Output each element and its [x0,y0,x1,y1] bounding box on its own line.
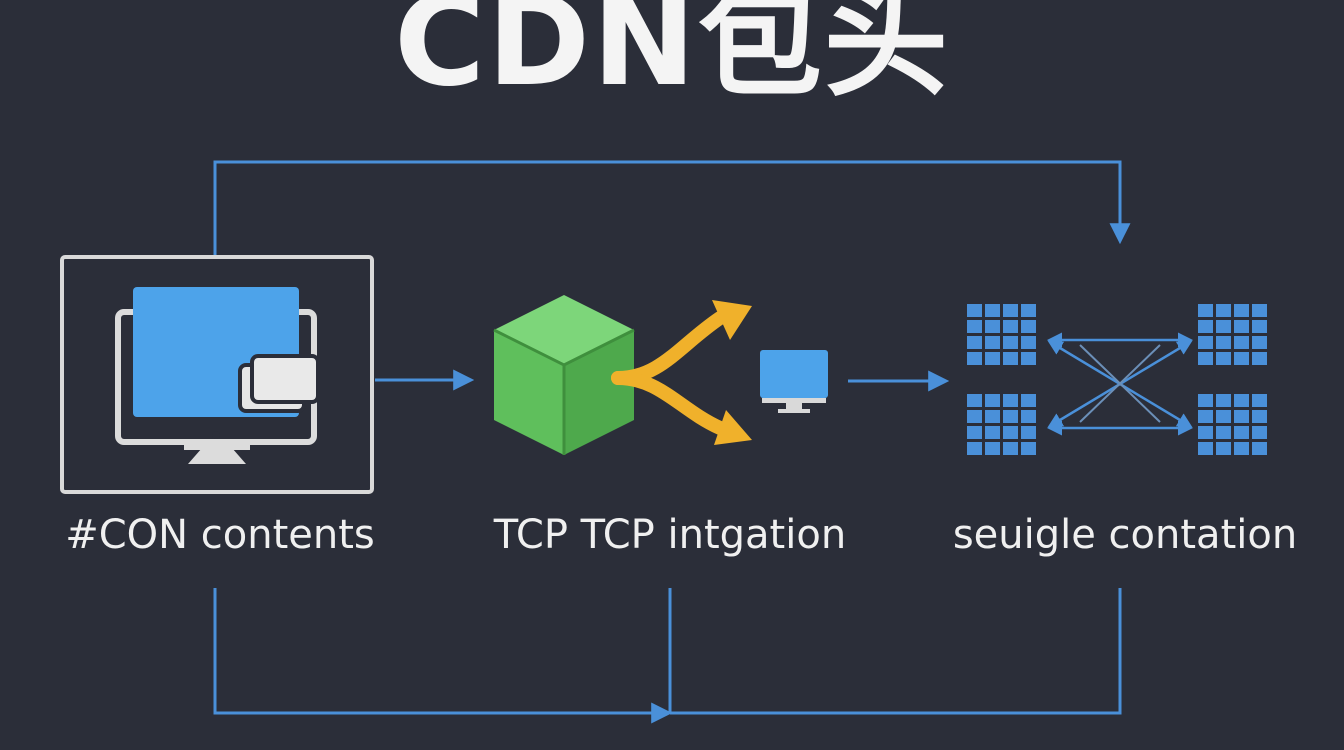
grid-cell [1216,320,1231,333]
grid-cell [1216,304,1231,317]
grid-cell [967,304,982,317]
grid-cell [967,442,982,455]
cross-links [1047,332,1193,436]
grid-block-top-right [1198,304,1267,365]
split-arrow-icon [611,300,752,445]
grid-cell [985,442,1000,455]
node-label-left: #CON contents [65,512,375,558]
grid-cell [1003,352,1018,365]
grid-cell [1252,442,1267,455]
grid-cell [1252,320,1267,333]
grid-block-bottom-left [967,394,1036,455]
grid-cell [1234,304,1249,317]
grid-cell [985,426,1000,439]
grid-cell [1003,304,1018,317]
grid-cell [1234,426,1249,439]
grid-cell [1003,410,1018,423]
top-loop-connector [213,160,1131,255]
grid-cell [1234,336,1249,349]
grid-cell [1252,410,1267,423]
grid-cell [1234,394,1249,407]
grid-cell [1216,426,1231,439]
grid-cell [1234,320,1249,333]
grid-cell [1003,320,1018,333]
grid-cell [985,352,1000,365]
grid-cell [967,426,982,439]
grid-cell [967,352,982,365]
grid-cell [1003,426,1018,439]
grid-cell [1198,410,1213,423]
grid-cell [967,394,982,407]
grid-cell [1003,442,1018,455]
grid-cell [1021,336,1036,349]
grid-cell [985,394,1000,407]
grid-cell [1252,426,1267,439]
grid-cell [1198,336,1213,349]
grid-cell [967,320,982,333]
grid-block-top-left [967,304,1036,365]
grid-cell [1252,394,1267,407]
grid-cell [1216,336,1231,349]
node-label-right: seuigle contation [952,512,1298,558]
grid-cell [1252,304,1267,317]
grid-cell [1198,442,1213,455]
grid-cell [1198,426,1213,439]
small-monitor-icon [760,350,828,413]
grid-cell [1252,352,1267,365]
page-title: CDN包头 [394,0,950,114]
bottom-loop-connector [213,588,1122,724]
grid-cell [1216,410,1231,423]
grid-cell [985,410,1000,423]
grid-cell [985,336,1000,349]
grid-cell [985,320,1000,333]
grid-cell [1021,426,1036,439]
node-label-middle: TCP TCP intgation [493,512,847,558]
grid-cell [985,304,1000,317]
grid-cell [967,336,982,349]
grid-block-bottom-right [1198,394,1267,455]
grid-cell [1198,352,1213,365]
cube-icon [493,295,635,455]
grid-cell [1234,352,1249,365]
grid-cell [1021,394,1036,407]
grid-cell [1198,304,1213,317]
monitor-icon [60,255,374,494]
grid-cell [1252,336,1267,349]
grid-cell [1003,336,1018,349]
grid-cell [1216,442,1231,455]
grid-cell [1216,352,1231,365]
grid-cell [1021,320,1036,333]
grid-cell [1021,352,1036,365]
grid-network-icon [967,304,1267,455]
grid-cell [1234,442,1249,455]
grid-cell [1198,394,1213,407]
grid-cell [967,410,982,423]
grid-cell [1216,394,1231,407]
grid-cell [1198,320,1213,333]
grid-cell [1234,410,1249,423]
grid-cell [1003,394,1018,407]
grid-cell [1021,442,1036,455]
grid-cell [1021,410,1036,423]
grid-cell [1021,304,1036,317]
